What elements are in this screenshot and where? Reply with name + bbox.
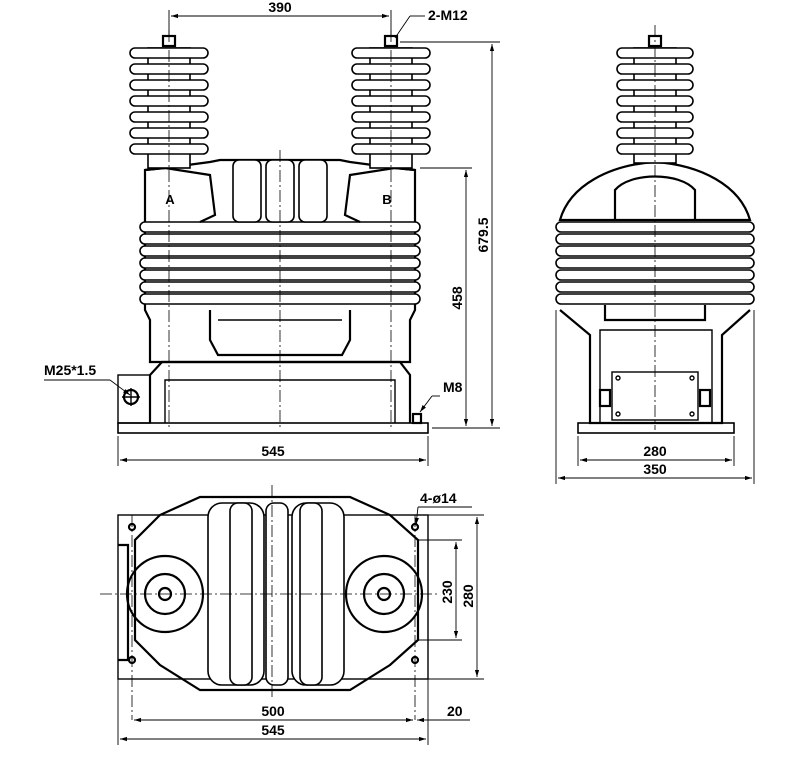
dim-280-side: 280 [643, 443, 667, 459]
dim-holes: 4-ø14 [420, 490, 457, 506]
plan-body [133, 495, 420, 692]
dim-500: 500 [261, 703, 285, 719]
dim-545-plan: 545 [261, 722, 285, 738]
front-base-plate [117, 422, 429, 434]
dim-20: 20 [447, 703, 463, 719]
dim-545-front: 545 [261, 443, 285, 459]
side-view: 280 350 [555, 25, 755, 484]
front-view: A B [44, 0, 500, 466]
dim-m8: M8 [443, 379, 463, 395]
plan-view: 4-ø14 230 280 500 20 545 [100, 485, 484, 745]
dim-2-m12: 2-M12 [428, 7, 468, 23]
terminal-a-label: A [165, 192, 175, 207]
dim-390: 390 [268, 0, 292, 15]
m8-bolt-icon [411, 412, 423, 425]
dim-679-5: 679.5 [475, 217, 491, 252]
terminal-b-label: B [382, 192, 391, 207]
dim-350-side: 350 [643, 461, 667, 477]
dim-280-plan: 280 [460, 584, 476, 608]
side-base-plate [577, 422, 735, 434]
left-insulator [129, 34, 209, 169]
dim-230: 230 [439, 580, 455, 604]
dim-458: 458 [449, 286, 465, 310]
front-cores [232, 159, 328, 223]
dim-m25: M25*1.5 [44, 362, 96, 378]
